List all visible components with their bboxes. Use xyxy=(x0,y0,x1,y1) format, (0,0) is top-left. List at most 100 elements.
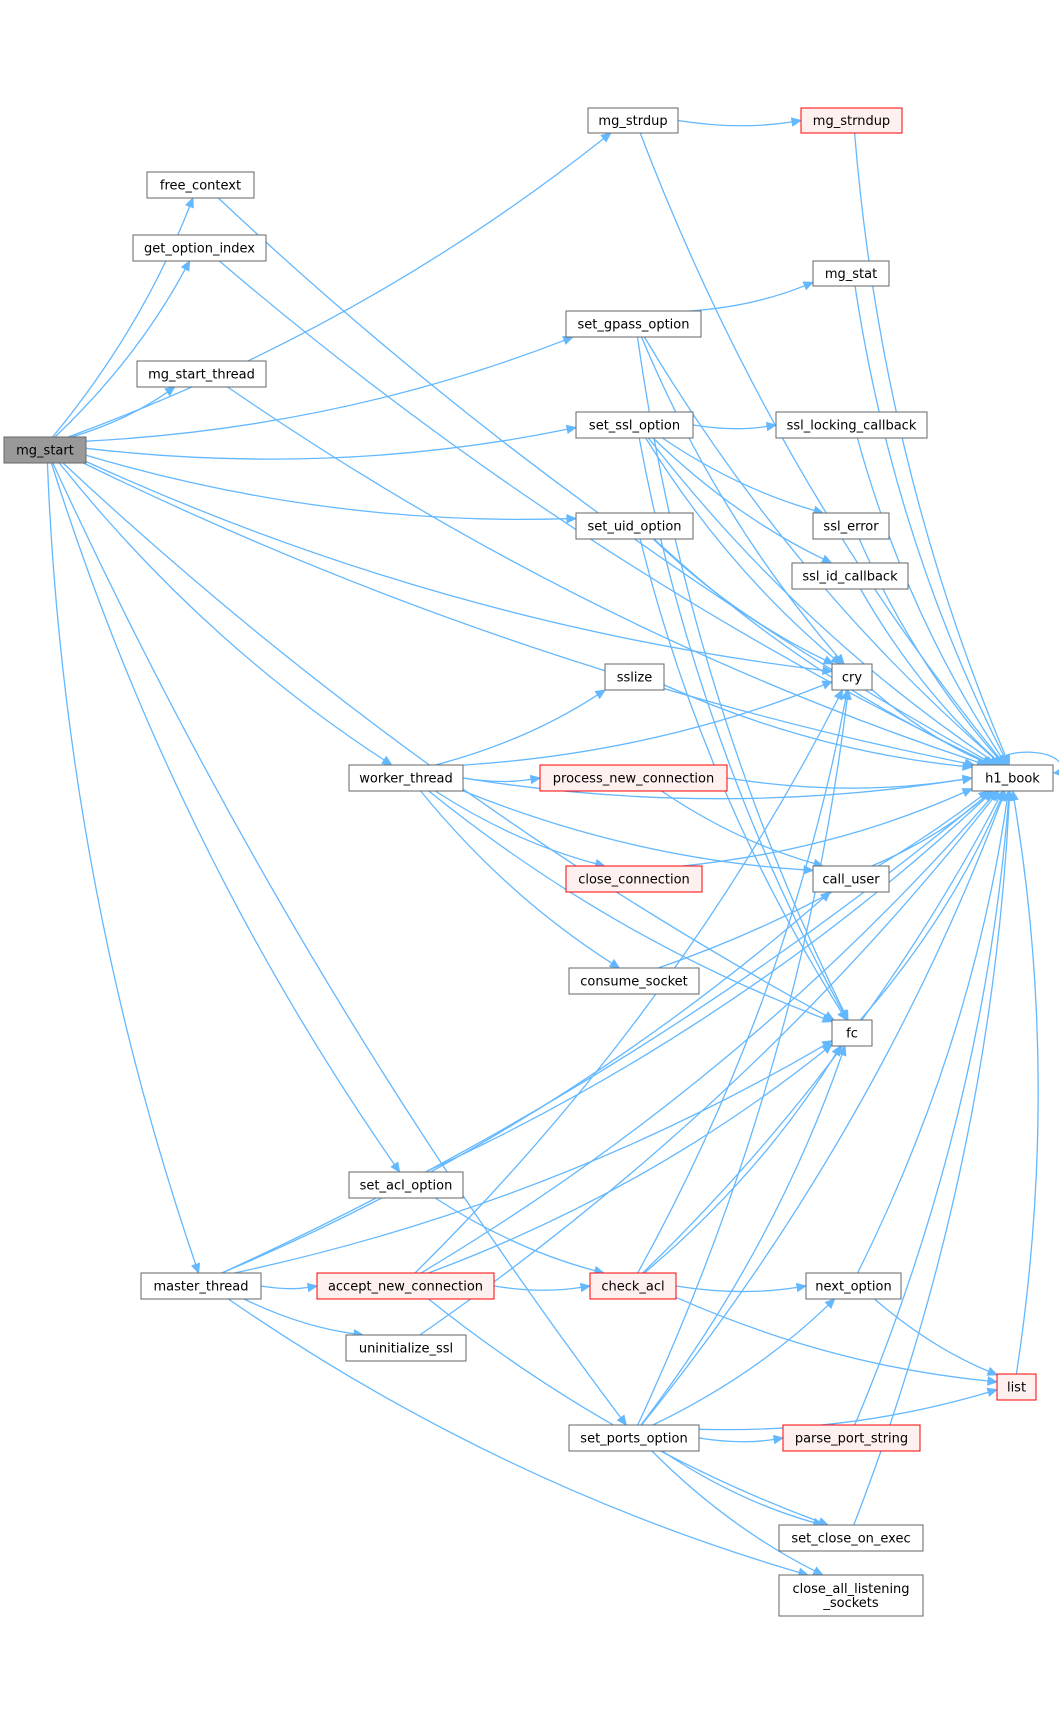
node-accept-new-connection[interactable]: accept_new_connection xyxy=(316,1272,495,1300)
node-process-new-connection[interactable]: process_new_connection xyxy=(539,764,728,792)
node-cry[interactable]: cry xyxy=(831,663,873,691)
node-h1-book[interactable]: h1_book xyxy=(971,764,1054,792)
edge-mg_start-to-h1_book xyxy=(83,462,976,768)
edge-close_connection-to-h1_book xyxy=(682,788,974,867)
node-set-ssl-option[interactable]: set_ssl_option xyxy=(575,411,694,439)
node-ssl-error[interactable]: ssl_error xyxy=(812,512,890,540)
edge-set_ports_option-to-set_close_on_exec xyxy=(661,1450,824,1528)
node-get-option-index[interactable]: get_option_index xyxy=(132,234,267,262)
arrowhead xyxy=(390,1161,401,1174)
node-next-option[interactable]: next_option xyxy=(805,1272,902,1300)
node-label: free_context xyxy=(160,179,241,194)
node-list[interactable]: list xyxy=(996,1373,1037,1401)
node-box xyxy=(589,1272,677,1300)
edge-line xyxy=(677,119,793,127)
node-consume-socket[interactable]: consume_socket xyxy=(568,967,700,995)
edge-accept_new_connection-to-cry xyxy=(414,688,844,1274)
node-label: cry xyxy=(842,671,862,686)
arrowhead xyxy=(821,1013,834,1023)
node-box xyxy=(348,1171,464,1199)
edge-mg_start-to-master_thread xyxy=(46,462,201,1275)
node-parse-port-string[interactable]: parse_port_string xyxy=(782,1424,921,1452)
node-set-acl-option[interactable]: set_acl_option xyxy=(348,1171,464,1199)
edge-line xyxy=(645,437,835,659)
arrowhead xyxy=(833,688,844,701)
node-set-close-on-exec[interactable]: set_close_on_exec xyxy=(778,1524,924,1552)
node-worker-thread[interactable]: worker_thread xyxy=(348,764,464,792)
arrowhead xyxy=(802,281,815,291)
edge-line xyxy=(661,1450,815,1524)
edge-worker_thread-to-consume_socket xyxy=(420,790,621,969)
arrowhead xyxy=(821,1043,833,1055)
edge-mg_start-to-set_ssl_option xyxy=(85,424,578,460)
node-box xyxy=(568,1424,700,1452)
edge-set_ssl_option-to-ssl_locking_callback xyxy=(692,421,778,432)
edge-line xyxy=(85,428,568,460)
edge-mg_start-to-get_option_index xyxy=(54,259,191,438)
edge-line xyxy=(662,437,815,512)
node-free-context[interactable]: free_context xyxy=(146,171,255,199)
edge-set_ssl_option-to-cry xyxy=(645,437,842,665)
node-sslize[interactable]: sslize xyxy=(604,663,665,691)
node-set-uid-option[interactable]: set_uid_option xyxy=(575,512,694,540)
edge-line xyxy=(50,462,396,1165)
node-set-ports-option[interactable]: set_ports_option xyxy=(568,1424,700,1452)
edge-set_ports_option-to-parse_port_string xyxy=(698,1434,785,1445)
node-ssl-id-callback[interactable]: ssl_id_callback xyxy=(791,562,909,590)
edge-line xyxy=(83,462,966,764)
node-box xyxy=(146,171,255,199)
node-box xyxy=(805,1272,902,1300)
node-ssl-locking-callback[interactable]: ssl_locking_callback xyxy=(775,411,928,439)
node-label: ssl_id_callback xyxy=(802,570,898,585)
edge-line xyxy=(221,897,824,1274)
edge-line xyxy=(874,1298,989,1372)
edge-set_uid_option-to-cry xyxy=(652,538,835,665)
edge-line xyxy=(85,339,565,442)
node-master-thread[interactable]: master_thread xyxy=(140,1272,262,1300)
node-label: ssl_locking_callback xyxy=(787,419,917,434)
arrowhead xyxy=(191,1262,201,1275)
edge-line xyxy=(652,1304,829,1426)
edge-line xyxy=(428,1298,820,1523)
node-set-gpass-option[interactable]: set_gpass_option xyxy=(565,310,702,338)
node-uninitialize-ssl[interactable]: uninitialize_ssl xyxy=(345,1334,467,1362)
arrowhead xyxy=(822,655,835,665)
edge-line xyxy=(675,1285,798,1293)
node-label-line: close_all_listening xyxy=(792,1582,909,1597)
node-box xyxy=(996,1373,1037,1401)
arrowhead xyxy=(989,790,1000,802)
node-mg-start[interactable]: mg_start xyxy=(3,436,87,464)
edge-worker_thread-to-sslize xyxy=(435,689,607,766)
node-check-acl[interactable]: check_acl xyxy=(589,1272,677,1300)
node-mg-strdup[interactable]: mg_strdup xyxy=(587,107,679,134)
edge-sslize-to-h1_book xyxy=(663,684,974,771)
node-mg-start-thread[interactable]: mg_start_thread xyxy=(136,360,267,388)
edge-mg_start-to-free_context xyxy=(52,196,194,438)
arrowhead xyxy=(562,335,574,345)
edge-worker_thread-to-process_new_connection xyxy=(462,774,542,785)
node-label: mg_strndup xyxy=(813,114,890,129)
edge-fc-to-h1_book xyxy=(859,789,1006,1021)
edge-master_thread-to-accept_new_connection xyxy=(260,1282,319,1293)
edge-set_ports_option-to-fc xyxy=(640,1044,847,1426)
edge-line xyxy=(859,588,996,760)
node-box xyxy=(778,1524,924,1552)
node-box xyxy=(575,512,694,540)
edge-line xyxy=(62,462,827,1017)
edge-line xyxy=(67,138,605,438)
node-fc[interactable]: fc xyxy=(831,1019,873,1047)
node-label: mg_start_thread xyxy=(148,368,255,383)
node-label: check_acl xyxy=(601,1280,664,1295)
node-close-connection[interactable]: close_connection xyxy=(565,865,703,893)
node-mg-stat[interactable]: mg_stat xyxy=(812,260,890,287)
arrowhead xyxy=(820,554,833,564)
node-call-user[interactable]: call_user xyxy=(812,865,890,893)
node-mg-strndup[interactable]: mg_strndup xyxy=(800,107,903,134)
edge-next_option-to-list xyxy=(874,1298,999,1376)
node-label: parse_port_string xyxy=(795,1432,908,1447)
node-label: set_uid_option xyxy=(587,520,681,535)
edge-set_ssl_option-to-ssl_error xyxy=(662,437,825,516)
node-box xyxy=(775,411,928,439)
node-label: process_new_connection xyxy=(553,772,714,787)
node-close-all-listening-sockets[interactable]: close_all_listening_sockets xyxy=(778,1574,924,1617)
